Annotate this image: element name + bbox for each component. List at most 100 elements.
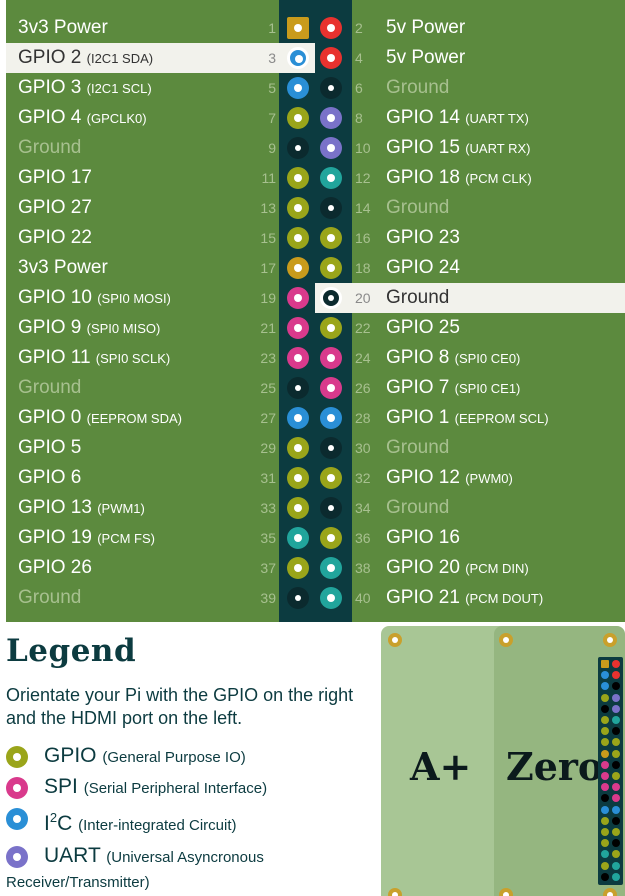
pin-number: 14: [355, 200, 371, 216]
pin-row-35[interactable]: GPIO 19 (PCM FS)35: [6, 523, 315, 553]
pin-28-i2c-icon[interactable]: [320, 407, 342, 429]
pin-row-8[interactable]: GPIO 14 (UART TX)8: [315, 103, 625, 133]
legend-item-description: (Serial Peripheral Interface): [83, 780, 268, 797]
pin-8-uart-icon[interactable]: [320, 107, 342, 129]
pin-33-gpio-icon[interactable]: [287, 497, 309, 519]
pin-13-gpio-icon[interactable]: [287, 197, 309, 219]
pin-row-12[interactable]: GPIO 18 (PCM CLK)12: [315, 163, 625, 193]
board-aplus[interactable]: [381, 626, 511, 896]
pin-1-power33-icon[interactable]: [287, 17, 309, 39]
pin-name: GPIO 24: [386, 256, 460, 280]
pin-15-gpio-icon[interactable]: [287, 227, 309, 249]
pin-label: 3v3 Power: [18, 257, 108, 278]
pin-function: (SPI0 MOSI): [97, 291, 171, 306]
pin-32-gpio-icon[interactable]: [320, 467, 342, 489]
pin-19-spi-icon[interactable]: [287, 287, 309, 309]
pin-11-gpio-icon[interactable]: [287, 167, 309, 189]
pin-21-spi-icon[interactable]: [287, 317, 309, 339]
mini-pin-2-icon: [612, 660, 620, 668]
pin-24-spi-icon[interactable]: [320, 347, 342, 369]
pin-10-uart-icon[interactable]: [320, 137, 342, 159]
pin-row-23[interactable]: GPIO 11 (SPI0 SCLK)23: [6, 343, 315, 373]
pin-name: GPIO 13 (PWM1): [18, 496, 145, 521]
pin-row-3[interactable]: GPIO 2 (I2C1 SDA)3: [6, 43, 315, 73]
pin-14-ground-icon[interactable]: [320, 197, 342, 219]
pin-22-gpio-icon[interactable]: [320, 317, 342, 339]
pin-row-5[interactable]: GPIO 3 (I2C1 SCL)5: [6, 73, 315, 103]
pin-17-power33-icon[interactable]: [287, 257, 309, 279]
pin-38-pcm-icon[interactable]: [320, 557, 342, 579]
pin-row-7[interactable]: GPIO 4 (GPCLK0)7: [6, 103, 315, 133]
pin-row-32[interactable]: GPIO 12 (PWM0)32: [315, 463, 625, 493]
pin-name: GPIO 22: [18, 226, 92, 250]
pin-4-power5-icon[interactable]: [320, 47, 342, 69]
pin-29-gpio-icon[interactable]: [287, 437, 309, 459]
pin-label: GPIO 5: [18, 437, 82, 458]
pin-name: GPIO 0 (EEPROM SDA): [18, 406, 182, 431]
pin-18-gpio-icon[interactable]: [320, 257, 342, 279]
pin-26-spi-icon[interactable]: [320, 377, 342, 399]
pin-27-i2c-icon[interactable]: [287, 407, 309, 429]
pin-39-ground-icon[interactable]: [287, 587, 309, 609]
legend-item-text: UART (Universal Asyncronous: [44, 842, 264, 872]
pin-row-26[interactable]: GPIO 7 (SPI0 CE1)26: [315, 373, 625, 403]
pin-36-gpio-icon[interactable]: [320, 527, 342, 549]
pin-row-27[interactable]: GPIO 0 (EEPROM SDA)27: [6, 403, 315, 433]
pin-37-gpio-icon[interactable]: [287, 557, 309, 579]
pin-23-spi-icon[interactable]: [287, 347, 309, 369]
pin-20-ground-icon[interactable]: [320, 287, 342, 309]
pin-row-24[interactable]: GPIO 8 (SPI0 CE0)24: [315, 343, 625, 373]
pin-name: GPIO 17: [18, 166, 92, 190]
pin-function: (EEPROM SDA): [86, 411, 182, 426]
pin-row-28[interactable]: GPIO 1 (EEPROM SCL)28: [315, 403, 625, 433]
pin-3-i2c-icon[interactable]: [287, 47, 309, 69]
pin-label: GPIO 13: [18, 497, 92, 518]
pin-35-pcm-icon[interactable]: [287, 527, 309, 549]
pin-30-ground-icon[interactable]: [320, 437, 342, 459]
pin-row-40[interactable]: GPIO 21 (PCM DOUT)40: [315, 583, 625, 613]
mini-pin-16-icon: [612, 738, 620, 747]
pin-5-i2c-icon[interactable]: [287, 77, 309, 99]
mounting-hole: [499, 888, 513, 896]
pin-16-gpio-icon[interactable]: [320, 227, 342, 249]
pin-40-pcm-icon[interactable]: [320, 587, 342, 609]
pin-row-33[interactable]: GPIO 13 (PWM1)33: [6, 493, 315, 523]
pin-34-ground-icon[interactable]: [320, 497, 342, 519]
pin-9-ground-icon[interactable]: [287, 137, 309, 159]
pin-7-gpio-icon[interactable]: [287, 107, 309, 129]
pin-12-pcm-icon[interactable]: [320, 167, 342, 189]
pin-2-power5-icon[interactable]: [320, 17, 342, 39]
pin-row-21[interactable]: GPIO 9 (SPI0 MISO)21: [6, 313, 315, 343]
pin-row-38[interactable]: GPIO 20 (PCM DIN)38: [315, 553, 625, 583]
pin-name: Ground: [386, 286, 449, 310]
pin-name: GPIO 7 (SPI0 CE1): [386, 376, 520, 401]
pin-6-ground-icon[interactable]: [320, 77, 342, 99]
pin-name: Ground: [18, 376, 81, 400]
pin-25-ground-icon[interactable]: [287, 377, 309, 399]
pin-row-19[interactable]: GPIO 10 (SPI0 MOSI)19: [6, 283, 315, 313]
pin-31-gpio-icon[interactable]: [287, 467, 309, 489]
pin-row-10[interactable]: GPIO 15 (UART RX)10: [315, 133, 625, 163]
